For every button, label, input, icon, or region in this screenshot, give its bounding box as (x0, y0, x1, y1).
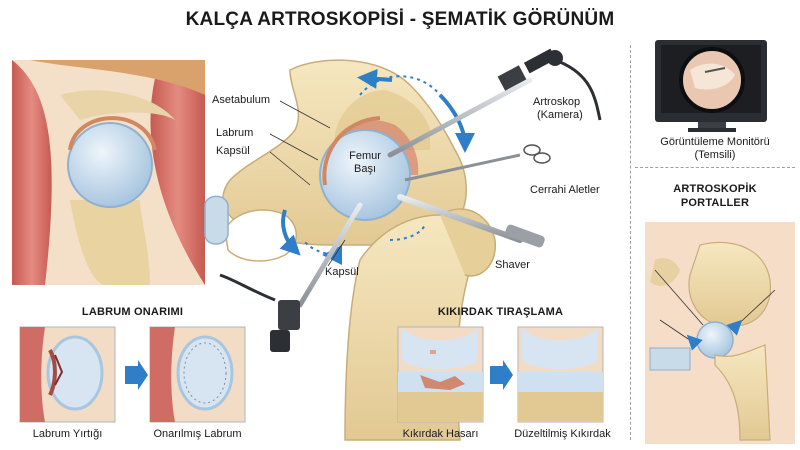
label-artroskop-line1: Artroskop (533, 96, 581, 108)
label-shaver: Shaver (495, 259, 530, 271)
labrum-tear-caption: Labrum Yırtığı (32, 428, 103, 440)
cartilage-panels (397, 326, 604, 423)
portals-title-line2: PORTALLER (680, 197, 750, 209)
labrum-repair-title: LABRUM ONARIMI (81, 306, 184, 318)
monitor-caption-line2: (Temsili) (694, 149, 736, 161)
portals-title-line1: ARTROSKOPİK (673, 183, 757, 195)
portals-illustration (645, 222, 795, 444)
label-asetabulum: Asetabulum (212, 94, 271, 106)
label-labrum: Labrum (216, 127, 254, 139)
section-divider-horizontal (635, 167, 795, 168)
surgical-instruments (219, 48, 602, 352)
label-femur-line2: Başı (353, 163, 376, 175)
labrum-repaired-caption: Onarılmış Labrum (153, 428, 242, 440)
anatomy-cross-section (12, 60, 205, 285)
labrum-repair-panels (19, 326, 246, 423)
label-kapsul-top: Kapsül (216, 145, 250, 157)
label-cerrahi-aletler: Cerrahi Aletler (530, 184, 600, 196)
cartilage-title: KIKIRDAK TIRAŞLAMA (437, 306, 564, 318)
label-kapsul-bottom: Kapsül (325, 266, 359, 278)
cartilage-smoothed-caption: Düzeltilmiş Kıkırdak (514, 428, 611, 440)
monitor-illustration (655, 40, 767, 132)
monitor-caption-line1: Görüntüleme Monitörü (660, 136, 770, 148)
cartilage-damage-caption: Kıkırdak Hasarı (402, 428, 479, 440)
label-femur-line1: Femur (349, 150, 381, 162)
page-title: KALÇA ARTROSKOPİSİ - ŞEMATİK GÖRÜNÜM (185, 9, 615, 30)
section-divider-vertical (630, 45, 631, 440)
label-artroskop-line2: (Kamera) (537, 109, 583, 121)
